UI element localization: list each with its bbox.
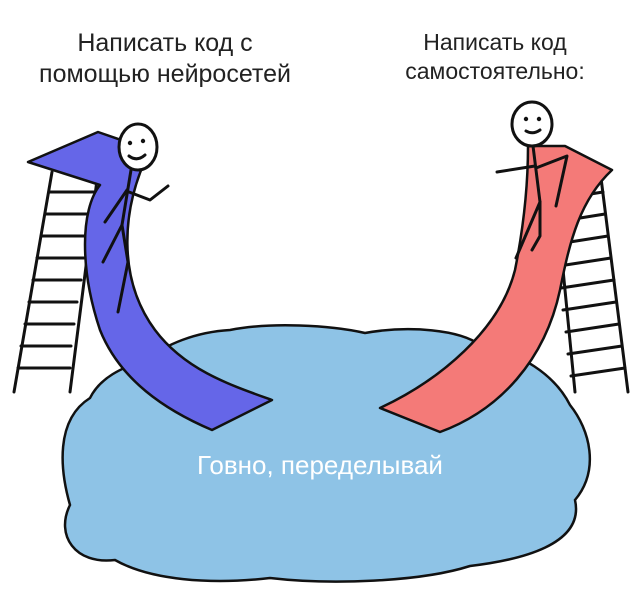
left-figure-stick-figure-icon xyxy=(101,122,170,314)
right-caption: Написать код самостоятельно: xyxy=(405,29,585,84)
left-slide xyxy=(26,130,274,432)
right-slide xyxy=(378,144,614,434)
right-figure-stick-figure-icon xyxy=(495,100,569,260)
pool-caption: Говно, переделывай xyxy=(197,450,443,480)
left-caption: Написать код с помощью нейросетей xyxy=(39,29,291,89)
left-ladder-icon xyxy=(12,170,100,394)
